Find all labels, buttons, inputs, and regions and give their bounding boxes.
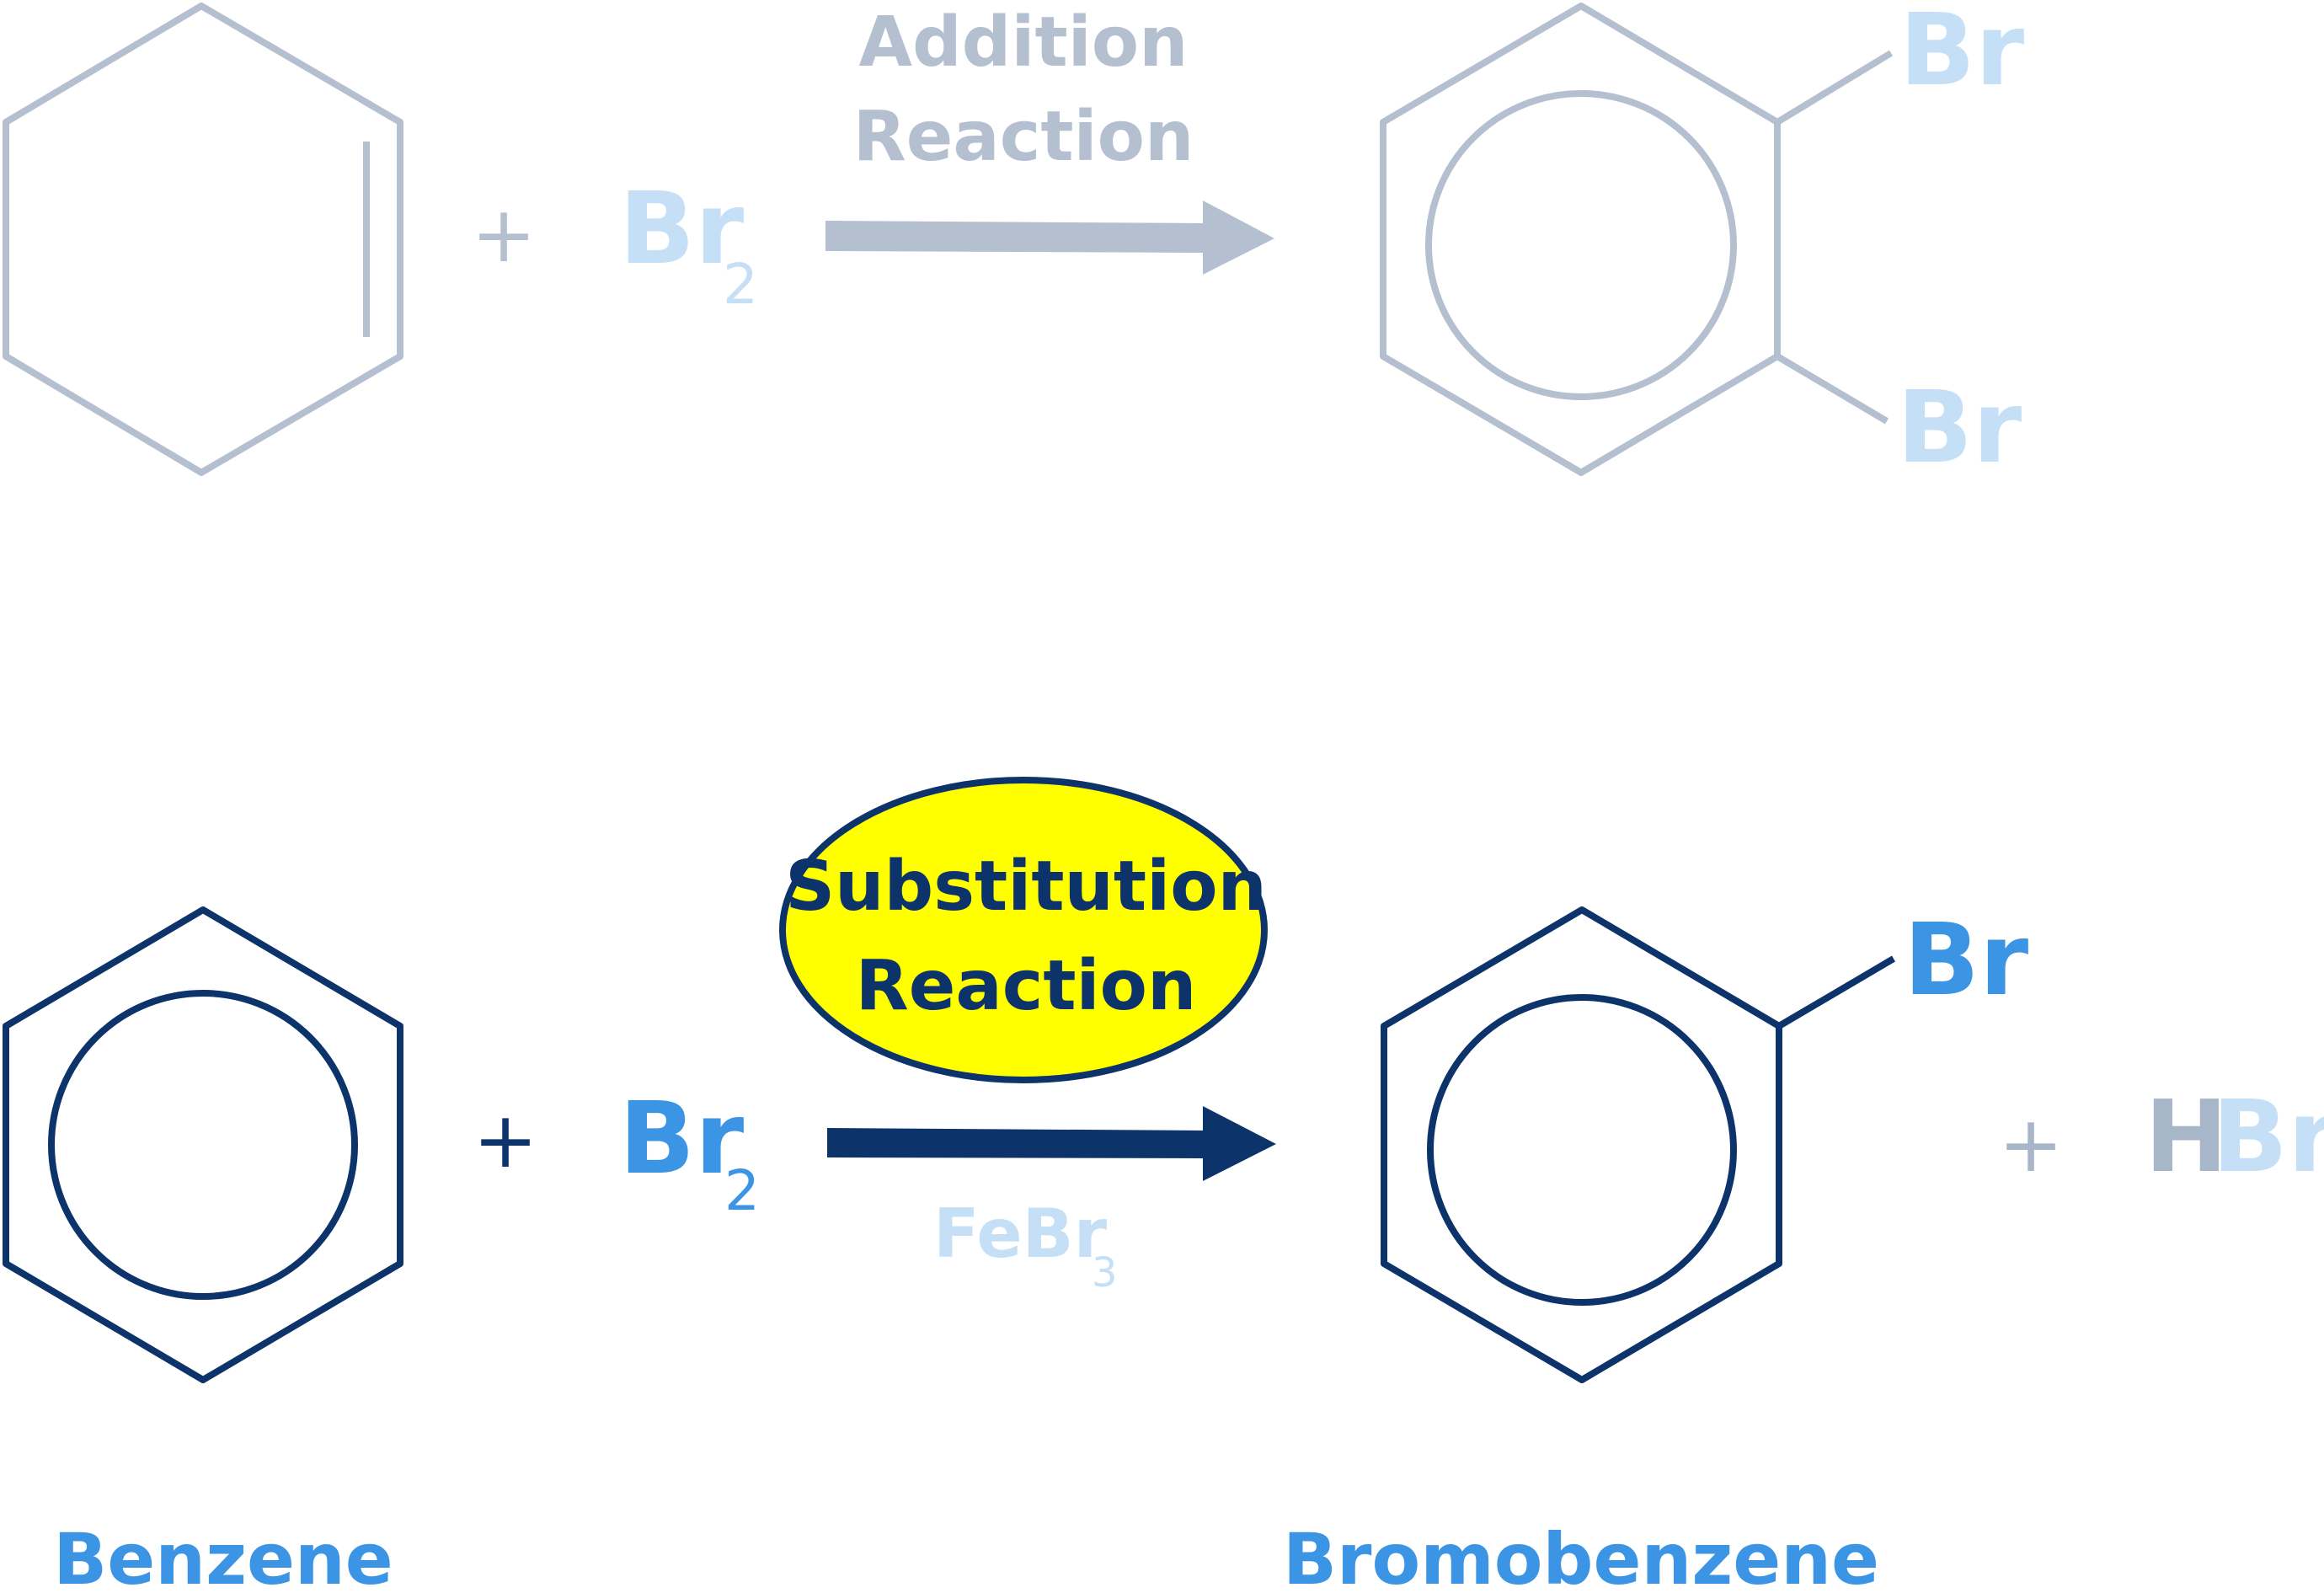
bottom-reagent: Br 2 [619, 1080, 760, 1223]
benzene-aromatic-circle [48, 990, 358, 1300]
top-reaction-arrow [825, 200, 1274, 275]
top-product-aromatic-circle [1425, 90, 1737, 400]
bromobenzene-br: Br [1904, 901, 2028, 1018]
bromobenzene-ring [1381, 906, 1896, 1383]
substitution-ellipse [779, 777, 1268, 1083]
bromobenzene-label: Bromobenzene [1283, 1518, 1879, 1589]
byproduct-bromine: Br [2212, 1078, 2324, 1195]
bottom-reaction-arrow [827, 1106, 1276, 1181]
top-product-ring [1380, 3, 1894, 476]
top-arrow-shape [825, 200, 1274, 275]
top-product-br-bond-top [1775, 50, 1894, 126]
substitution-badge: Substitution Reaction [779, 777, 1268, 1083]
catalyst-subscript: 3 [1092, 1249, 1118, 1296]
top-reagent-symbol: Br [619, 170, 744, 286]
byproduct-hbr: H Br [2145, 1078, 2324, 1195]
substitution-label-line1: Substitution [785, 847, 1267, 927]
byproduct-hydrogen: H [2145, 1078, 2228, 1195]
bromobenzene-aromatic-circle [1427, 994, 1737, 1306]
top-reactant-hexagon [3, 3, 403, 476]
top-product-br-top: Br [1899, 0, 2024, 108]
catalyst-symbol: FeBr [933, 1195, 1108, 1273]
benzene-ring [3, 906, 403, 1383]
bottom-reagent-symbol: Br [619, 1080, 744, 1196]
catalyst: FeBr 3 [933, 1195, 1118, 1296]
bottom-reaction: + Br 2 Substitution Reaction FeBr 3 Br +… [3, 777, 2324, 1593]
top-product-hexagon [1380, 3, 1781, 476]
addition-label-line1: Addition [859, 3, 1189, 83]
addition-label-line2: Reaction [853, 97, 1194, 177]
bromobenzene-hexagon [1381, 906, 1782, 1383]
top-reactant-ring [3, 3, 403, 476]
top-reaction: + Br 2 Addition Reaction Br Br [3, 0, 2024, 485]
bromobenzene-br-bond [1776, 955, 1896, 1029]
top-product-br-bond-bottom [1775, 353, 1889, 425]
bottom-reagent-subscript: 2 [724, 1158, 760, 1223]
benzene-label: Benzene [53, 1518, 393, 1589]
bottom-plus-sign: + [473, 1095, 537, 1185]
top-reagent: Br 2 [619, 170, 758, 317]
top-plus-sign: + [471, 190, 536, 280]
top-reagent-subscript: 2 [723, 252, 758, 317]
bottom-arrow-shape [827, 1106, 1276, 1181]
top-product-br-bottom: Br [1897, 369, 2022, 485]
substitution-label-line2: Reaction [856, 946, 1197, 1026]
benzene-hexagon [3, 906, 403, 1383]
byproduct-plus-sign: + [1998, 1099, 2063, 1189]
